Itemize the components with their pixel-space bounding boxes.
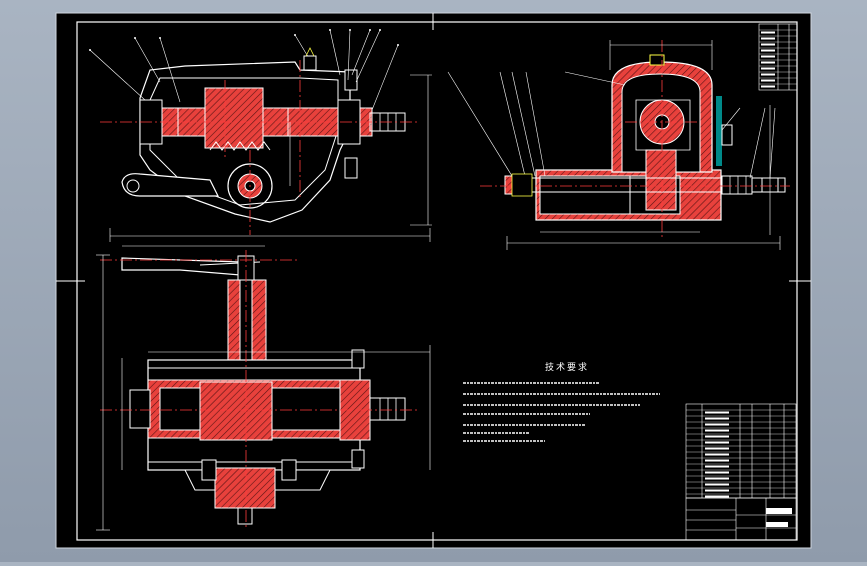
worm-gear-section xyxy=(204,87,264,149)
spec-table-entry xyxy=(761,67,775,70)
technical-requirements-title: 技术要求 xyxy=(545,363,590,373)
parts-list-entry xyxy=(705,465,729,468)
steering-arm xyxy=(121,257,241,276)
side-view xyxy=(447,40,790,250)
centering-marks xyxy=(56,13,811,548)
parts-list-entry xyxy=(705,471,729,474)
parts-list-entry xyxy=(705,477,729,480)
spec-table-entry xyxy=(761,37,775,40)
spec-table-rows xyxy=(759,29,797,88)
front-view xyxy=(89,29,432,242)
spec-table-entry xyxy=(761,73,775,76)
spec-table-entry xyxy=(761,85,775,88)
parts-list-entry xyxy=(705,435,729,438)
parts-list-table xyxy=(685,403,797,499)
parts-list-entry xyxy=(705,441,729,444)
spec-table-entry xyxy=(761,43,775,46)
parts-list-entry xyxy=(705,423,729,426)
spec-table-entry xyxy=(761,31,775,34)
parts-list-entry xyxy=(705,495,729,498)
parts-list-entry xyxy=(705,489,729,492)
parts-list-rows xyxy=(686,409,796,498)
pitman-arm xyxy=(121,173,219,197)
parts-list-entry xyxy=(705,447,729,450)
parts-list-entry xyxy=(705,453,729,456)
parts-list-entry xyxy=(705,417,729,420)
parts-list-entry xyxy=(705,483,729,486)
sector-gear xyxy=(227,163,273,209)
spec-table-entry xyxy=(761,79,775,82)
title-block xyxy=(685,497,797,541)
parts-list-entry xyxy=(705,459,729,462)
plan-view xyxy=(96,245,431,531)
parts-list-entry xyxy=(705,411,729,414)
parts-list-entry xyxy=(705,429,729,432)
spec-table-entry xyxy=(761,61,775,64)
spec-table-entry xyxy=(761,49,775,52)
spec-table xyxy=(758,23,798,91)
spec-table-entry xyxy=(761,55,775,58)
